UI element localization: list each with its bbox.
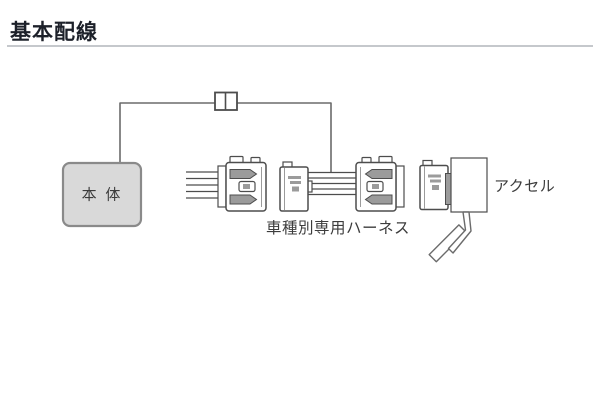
main-unit-label: 本 体 <box>82 186 123 204</box>
accel-pedal-arm <box>447 211 472 254</box>
accel-sensor-box <box>450 157 488 213</box>
harness-label: 車種別専用ハーネス <box>266 219 410 237</box>
harness-wires <box>308 171 360 196</box>
accel-pedal-pad <box>428 224 467 263</box>
accel-label: アクセル <box>494 177 555 195</box>
harness-plug <box>279 161 313 212</box>
inline-connector <box>214 91 238 111</box>
pigtail-wires <box>186 171 223 199</box>
harness-connector-right <box>355 155 405 212</box>
main-unit-box <box>61 161 143 228</box>
title-rule <box>7 45 593 47</box>
harness-connector-left <box>217 155 267 212</box>
page-title: 基本配線 <box>10 20 98 44</box>
power-tap-wire <box>119 102 332 172</box>
